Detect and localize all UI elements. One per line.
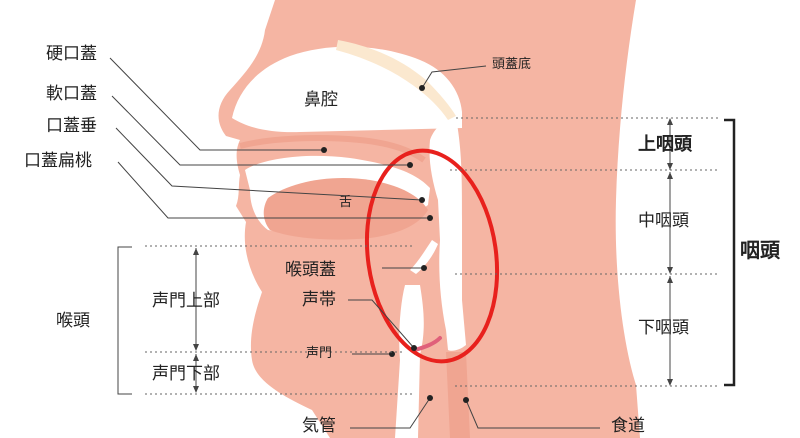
label-palatine-tonsil: 口蓋扁桃	[24, 151, 92, 171]
highlight-ellipse	[364, 148, 500, 364]
label-vocal-cord: 声帯	[302, 290, 336, 310]
label-trachea: 気管	[302, 416, 336, 436]
label-subglottis: 声門下部	[152, 364, 220, 384]
label-pharynx: 咽頭	[740, 238, 780, 262]
vocal-cord-mark	[413, 336, 442, 352]
pharynx-bracket	[724, 118, 736, 387]
label-epiglottis: 喉頭蓋	[285, 260, 336, 280]
label-uvula: 口蓋垂	[46, 116, 97, 136]
label-larynx: 喉頭	[56, 311, 90, 331]
label-nasopharynx: 上咽頭	[638, 134, 692, 155]
label-oropharynx: 中咽頭	[638, 211, 689, 231]
label-supraglottis: 声門上部	[152, 291, 220, 311]
esophagus-tube	[446, 352, 470, 438]
label-hard-palate: 硬口蓋	[46, 44, 97, 64]
larynx-airway	[395, 285, 424, 438]
label-skull-base: 頭蓋底	[492, 57, 532, 72]
label-nasal-cavity: 鼻腔	[304, 90, 338, 110]
label-soft-palate: 軟口蓋	[46, 84, 97, 104]
label-glottis: 声門	[306, 346, 333, 361]
label-esophagus: 食道	[611, 416, 645, 436]
label-tongue: 舌	[339, 195, 353, 210]
pharynx-airway	[429, 118, 466, 351]
larynx-bracket	[117, 246, 132, 395]
skull-base-bone	[336, 40, 456, 120]
label-hypopharynx: 下咽頭	[638, 318, 689, 338]
